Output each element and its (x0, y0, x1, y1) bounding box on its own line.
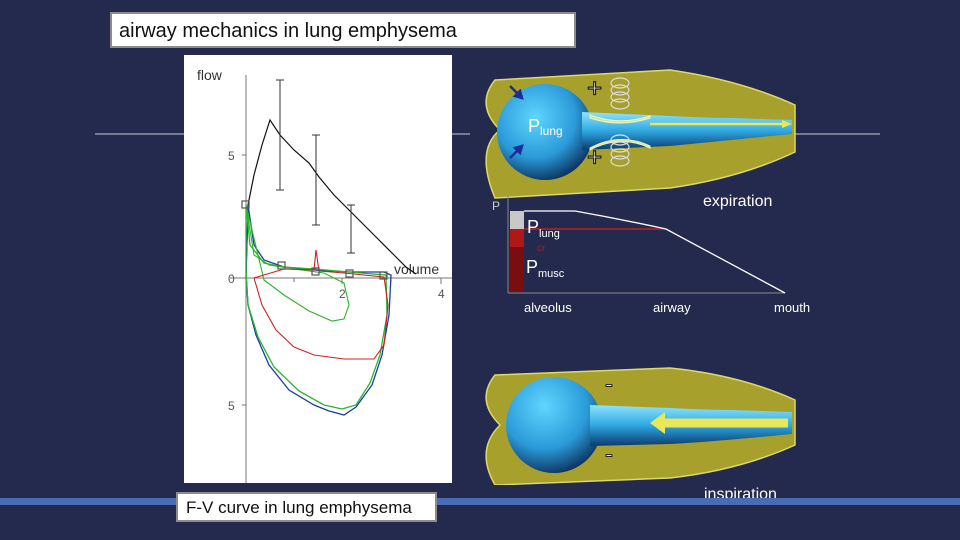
fv-plot: 5 0 5 2 4 flow volume (184, 55, 452, 483)
y-tick-label: 5 (228, 149, 235, 163)
bottom-accent-bar (0, 498, 960, 505)
green-loop (246, 205, 387, 409)
minus-sign-bottom: - (605, 441, 613, 468)
x-tick-label: 4 (438, 287, 445, 301)
inspiration-airway-diagram: - - (470, 360, 810, 485)
alveolus-ball-lower (506, 377, 602, 473)
y-axis-label: flow (197, 67, 223, 83)
pressure-drop-curve (524, 211, 785, 293)
pressure-bar-lung (510, 211, 524, 229)
pressure-profile-chart: P expiration Plung cr Pmusc alveolus air… (480, 185, 830, 325)
x-label-mouth: mouth (774, 300, 810, 315)
page-title: airway mechanics in lung emphysema (110, 12, 576, 48)
black-expiratory-curve (246, 120, 416, 278)
plus-sign-bottom: + (587, 142, 602, 172)
plot-caption: F-V curve in lung emphysema (176, 492, 437, 522)
minus-sign-top: - (605, 371, 613, 398)
x-label-airway: airway (653, 300, 691, 315)
pcr-chart-label: cr (537, 243, 546, 254)
x-label-alveolus: alveolus (524, 300, 572, 315)
p-axis-label: P (492, 199, 500, 213)
expiration-label: expiration (703, 193, 772, 210)
error-bars (276, 80, 355, 253)
plung-chart-label: Plung (527, 217, 560, 240)
y-tick-label: 0 (228, 272, 235, 286)
plus-sign-top: + (587, 73, 602, 103)
fv-plot-panel: 5 0 5 2 4 flow volume (184, 55, 452, 483)
pressure-bar-cr (510, 229, 524, 247)
pmusc-chart-label: Pmusc (526, 257, 565, 280)
pressure-bar-musc (510, 247, 524, 291)
x-axis-label: volume (394, 261, 439, 277)
y-tick-label: 5 (228, 399, 235, 413)
